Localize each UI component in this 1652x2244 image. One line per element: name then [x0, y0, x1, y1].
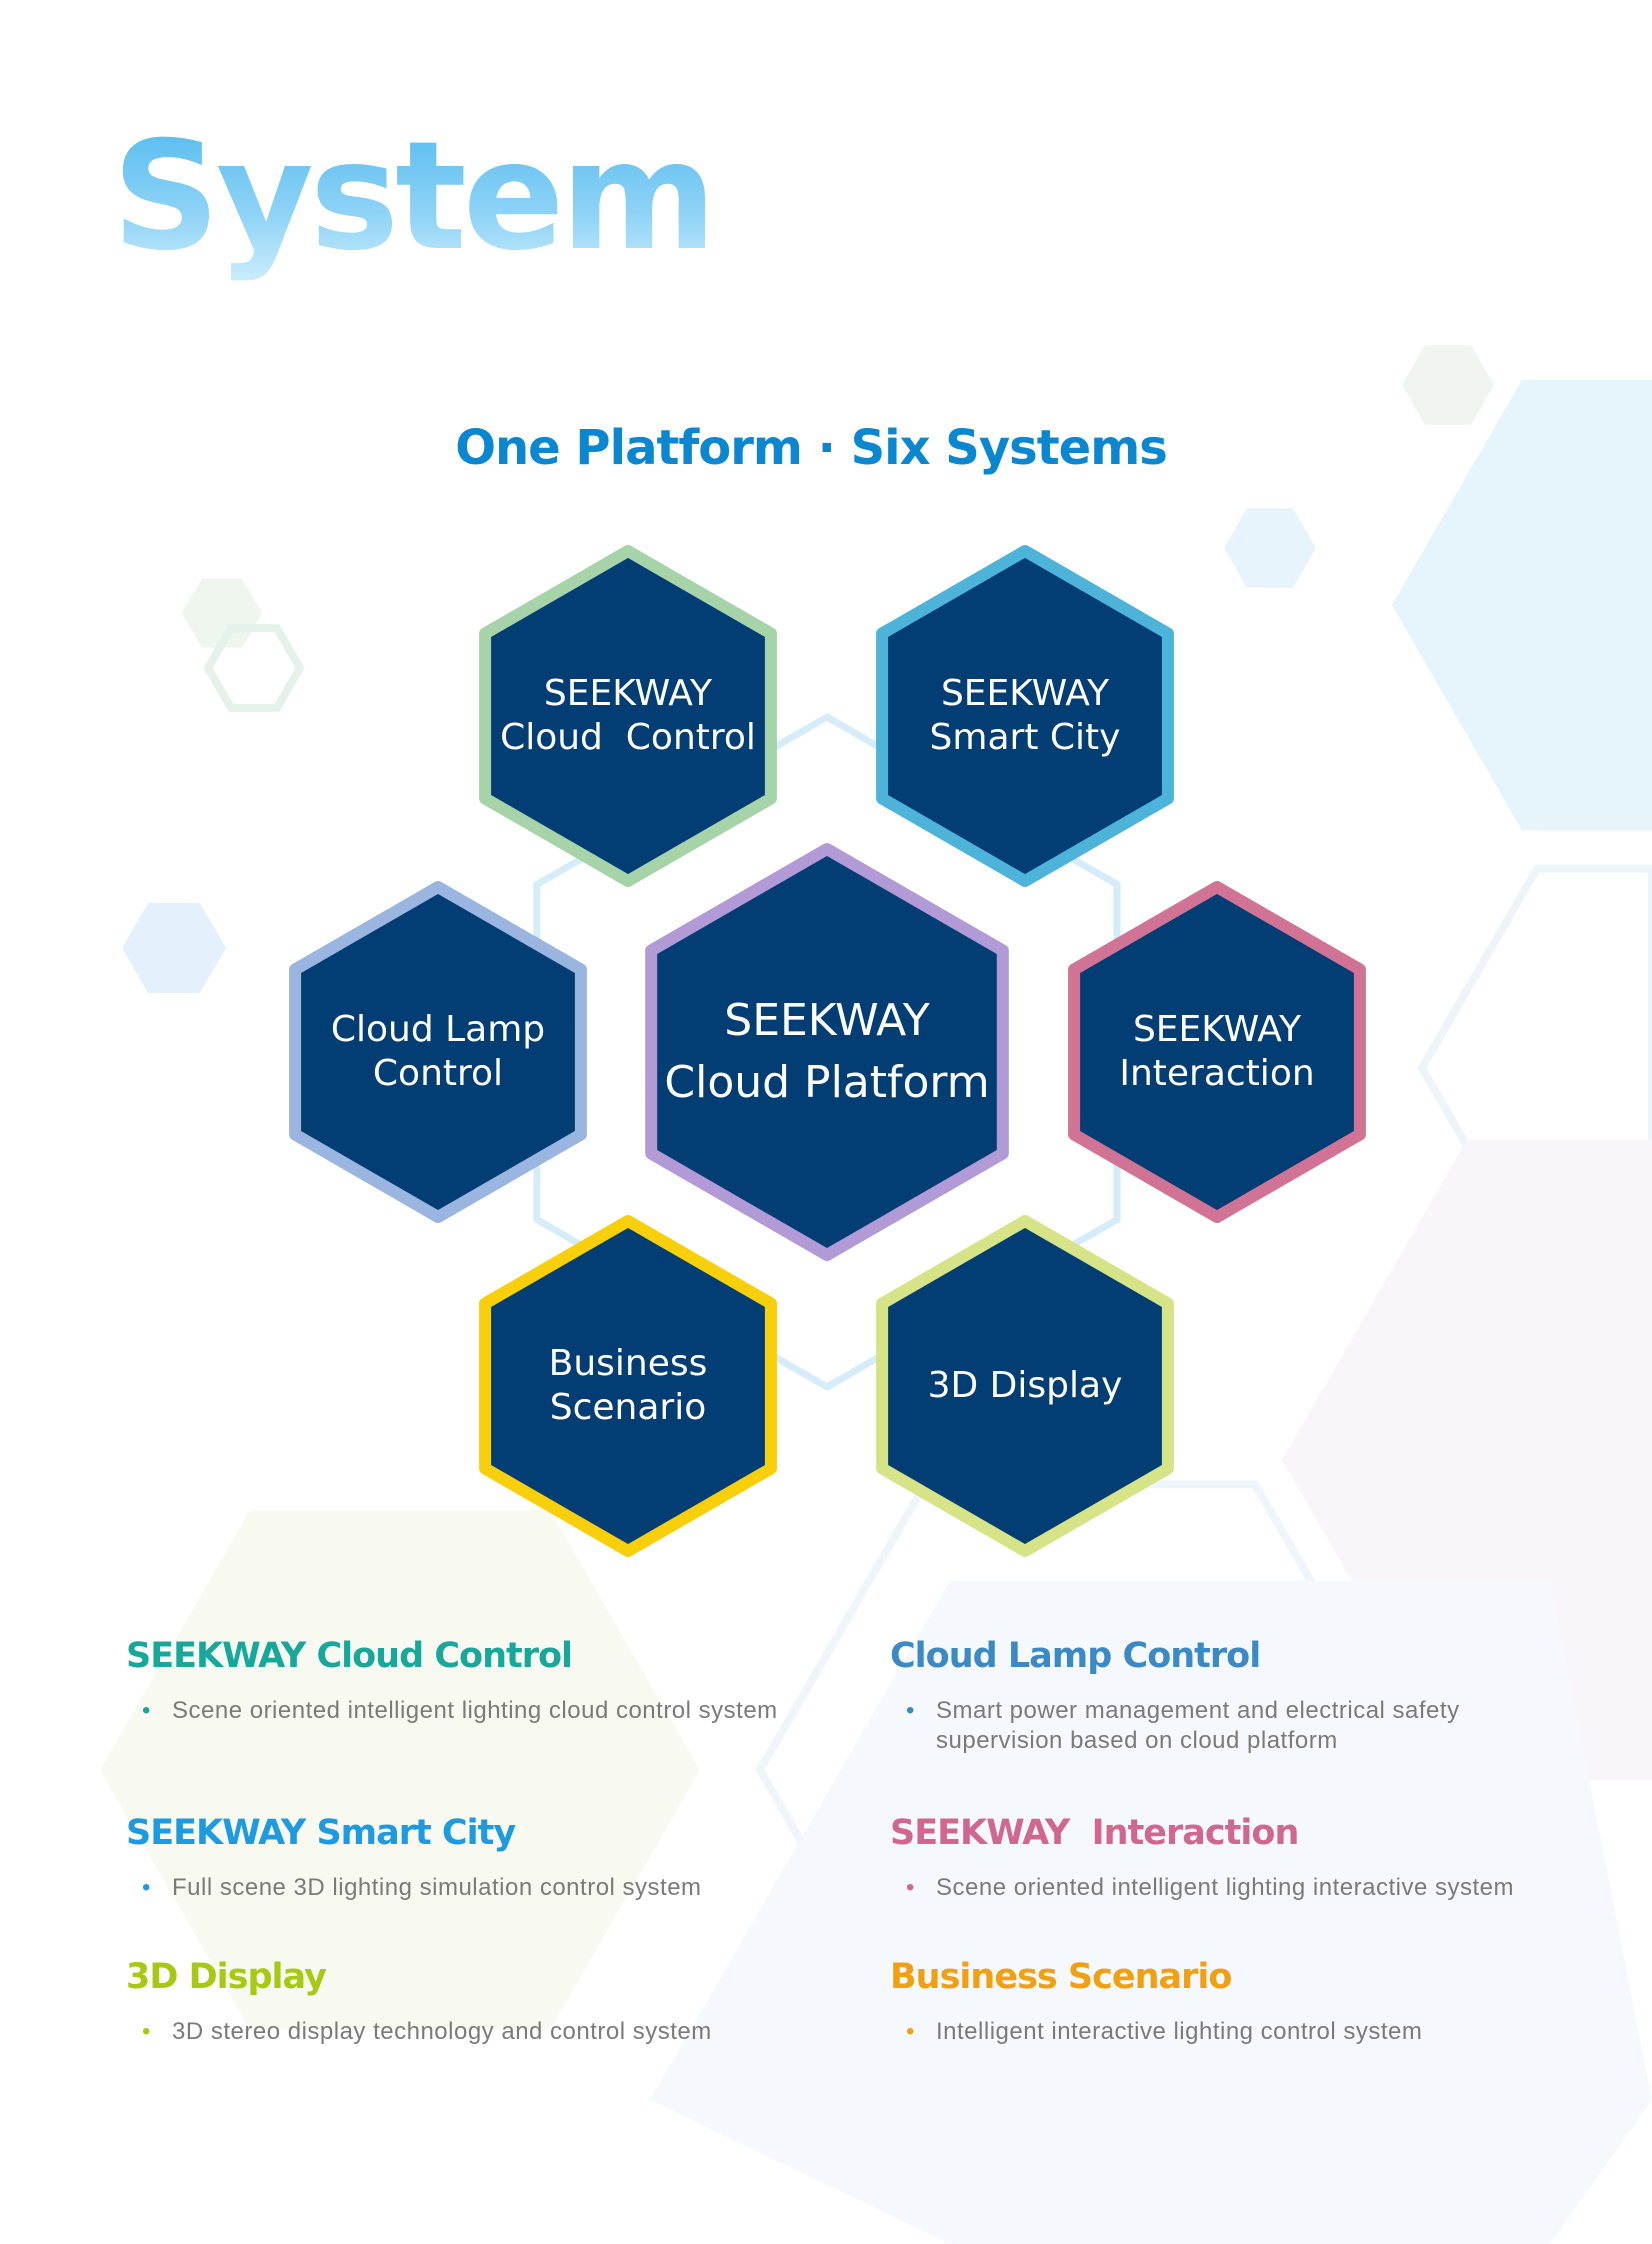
desc-heading: Cloud Lamp Control [890, 1636, 1261, 1676]
hex-smart-city [876, 545, 1174, 887]
desc-3d-display: 3D Display • 3D stereo display technology… [126, 1957, 812, 2047]
subtitle: One Platform · Six Systems [455, 420, 1168, 476]
hex-interaction-label: SEEKWAY Interaction [1119, 1009, 1315, 1094]
desc-smart-city: SEEKWAY Smart City • Full scene 3D lighti… [126, 1813, 812, 1903]
background-hexagon [203, 624, 305, 712]
hex-3d-display-label: 3D Display [927, 1365, 1123, 1406]
background-hexagon [122, 903, 226, 993]
background-hexagon [100, 1510, 700, 2030]
bullet-icon: • [142, 1697, 151, 1724]
desc-heading: SEEKWAY Smart City [126, 1813, 516, 1853]
desc-cloud-lamp-control: Cloud Lamp Control • Smart power manageme… [890, 1636, 1516, 1756]
desc-cloud-control: SEEKWAY Cloud Control • Scene oriented in… [126, 1636, 812, 1726]
background-hexagon [1402, 345, 1494, 425]
hex-smart-city-label: SEEKWAY Smart City [929, 673, 1121, 758]
bullet-icon: • [142, 1874, 151, 1901]
hex-cloud-lamp-control-label: Cloud Lamp Control [330, 1009, 546, 1094]
hex-business-scenario [479, 1215, 777, 1557]
desc-text: Scene oriented intelligent lighting clou… [172, 1697, 778, 1724]
desc-text: Scene oriented intelligent lighting inte… [936, 1874, 1514, 1901]
page-title: System [112, 110, 717, 284]
desc-text: Intelligent interactive lighting control… [936, 2018, 1423, 2045]
background-hexagon [1224, 508, 1316, 588]
desc-interaction: SEEKWAY Interaction • Scene oriented inte… [890, 1813, 1636, 1903]
hex-business-scenario-label: Business Scenario [548, 1343, 708, 1428]
desc-heading: SEEKWAY Cloud Control [126, 1636, 573, 1676]
hex-interaction [1068, 881, 1366, 1223]
hex-3d-display [876, 1215, 1174, 1557]
bullet-icon: • [906, 1697, 915, 1724]
bullet-icon: • [906, 1874, 915, 1901]
background-hexagon [1392, 379, 1652, 831]
background-hexagon [650, 1580, 1652, 2244]
bullet-icon: • [906, 2018, 915, 2045]
hex-cloud-platform-label: SEEKWAY Cloud Platform [664, 995, 990, 1108]
background-hexagon [1417, 864, 1652, 1272]
desc-business-scenario: Business Scenario • Intelligent interacti… [890, 1957, 1576, 2047]
bullet-icon: • [142, 2018, 151, 2045]
desc-heading: 3D Display [126, 1957, 327, 1997]
desc-text: 3D stereo display technology and control… [172, 2018, 712, 2045]
desc-heading: Business Scenario [890, 1957, 1232, 1997]
hex-cloud-control [479, 545, 777, 887]
ring-hexagon-outline [533, 713, 1121, 1391]
hex-cloud-lamp-control [289, 881, 587, 1223]
hex-cloud-platform [645, 843, 1009, 1261]
desc-heading: SEEKWAY Interaction [890, 1813, 1299, 1853]
desc-text: Full scene 3D lighting simulation contro… [172, 1874, 702, 1901]
hex-cloud-control-label: SEEKWAY Cloud Control [500, 673, 756, 758]
desc-text: Smart power management and electrical sa… [936, 1697, 1460, 1754]
